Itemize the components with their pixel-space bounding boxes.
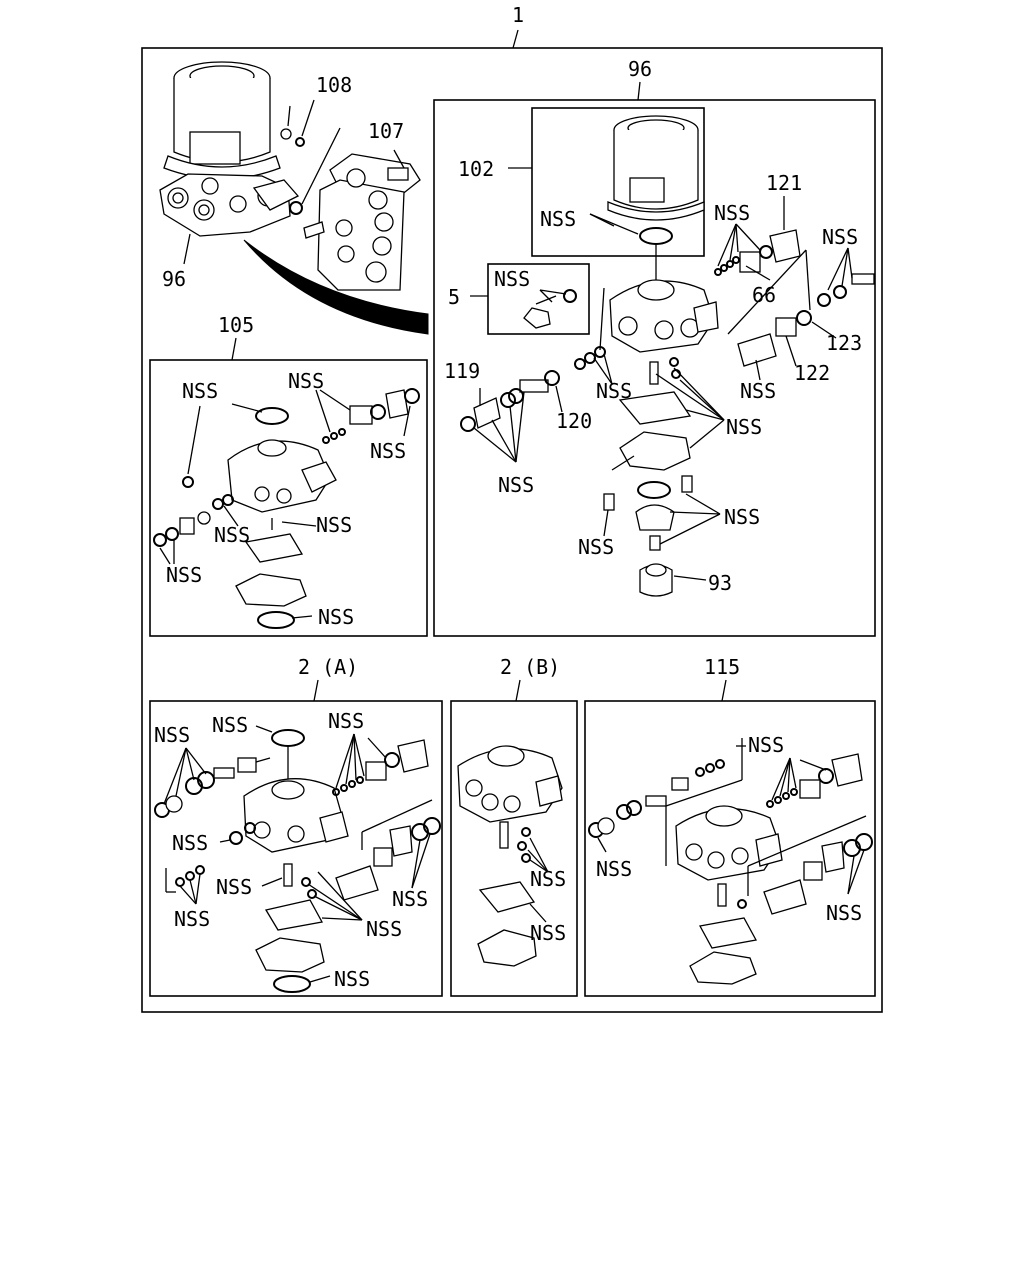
kit-2b-frame [450, 679, 578, 997]
kit-102-cartridge [508, 107, 705, 257]
label-2a-nss-5: NSS [216, 875, 252, 899]
kit-115-frame [584, 679, 876, 997]
label-96-nss-5: NSS [494, 267, 530, 291]
label-part-1: 1 [512, 3, 524, 27]
label-part-2a: 2 (A) [298, 655, 358, 679]
label-part-108: 108 [316, 73, 352, 97]
label-96-nss-left: NSS [498, 473, 534, 497]
label-part-102: 102 [458, 157, 494, 181]
label-96-nss-102: NSS [540, 207, 576, 231]
label-105-nss-4: NSS [214, 523, 250, 547]
label-part-96-detail: 96 [628, 57, 652, 81]
label-2a-nss-4: NSS [172, 831, 208, 855]
label-105-nss-1: NSS [182, 379, 218, 403]
kit-115-parts [588, 738, 873, 985]
label-part-120: 120 [556, 409, 592, 433]
label-2a-nss-7: NSS [392, 887, 428, 911]
label-2a-nss-6: NSS [174, 907, 210, 931]
kit-2a-frame [149, 679, 443, 997]
label-105-nss-5: NSS [316, 513, 352, 537]
part-107-protection-valve [303, 149, 421, 291]
main-assembly-frame [141, 29, 883, 1013]
label-96-nss-121: NSS [714, 201, 750, 225]
label-part-119: 119 [444, 359, 480, 383]
label-part-96-assembly: 96 [162, 267, 186, 291]
kit-105-frame [149, 337, 428, 637]
label-2a-nss-3: NSS [328, 709, 364, 733]
label-2a-nss-9: NSS [334, 967, 370, 991]
label-2a-nss-2: NSS [154, 723, 190, 747]
label-part-122: 122 [794, 361, 830, 385]
kit-105-parts [153, 388, 420, 629]
part-108-nut-and-seal [280, 99, 341, 215]
filter-dryer-assembly [159, 61, 300, 265]
label-2a-nss-1: NSS [212, 713, 248, 737]
label-115-nss-2: NSS [596, 857, 632, 881]
label-part-123: 123 [826, 331, 862, 355]
label-96-nss-spring: NSS [740, 379, 776, 403]
label-part-2b: 2 (B) [500, 655, 560, 679]
label-96-nss-center: NSS [726, 415, 762, 439]
kit-5-valve [470, 263, 590, 335]
label-2b-nss-1: NSS [530, 867, 566, 891]
label-2b-nss-2: NSS [530, 921, 566, 945]
label-2a-nss-8: NSS [366, 917, 402, 941]
label-96-nss-right: NSS [822, 225, 858, 249]
label-105-nss-7: NSS [318, 605, 354, 629]
label-part-66: 66 [752, 283, 776, 307]
label-115-nss-3: NSS [826, 901, 862, 925]
label-105-nss-3: NSS [370, 439, 406, 463]
label-part-107: 107 [368, 119, 404, 143]
label-part-93: 93 [708, 571, 732, 595]
label-part-121: 121 [766, 171, 802, 195]
kit-96-frame [433, 81, 876, 637]
label-105-nss-2: NSS [288, 369, 324, 393]
label-part-115: 115 [704, 655, 740, 679]
label-96-nss-mid: NSS [596, 379, 632, 403]
kit-2b-parts [457, 745, 563, 967]
label-part-5: 5 [448, 285, 460, 309]
label-105-nss-6: NSS [166, 563, 202, 587]
kit-96-body-parts [460, 196, 875, 597]
label-115-nss-1: NSS [748, 733, 784, 757]
kit-2a-parts [154, 725, 441, 993]
label-96-nss-bottom-right: NSS [724, 505, 760, 529]
assembly-arrow [243, 239, 429, 335]
label-part-105: 105 [218, 313, 254, 337]
label-96-nss-bottom-left: NSS [578, 535, 614, 559]
